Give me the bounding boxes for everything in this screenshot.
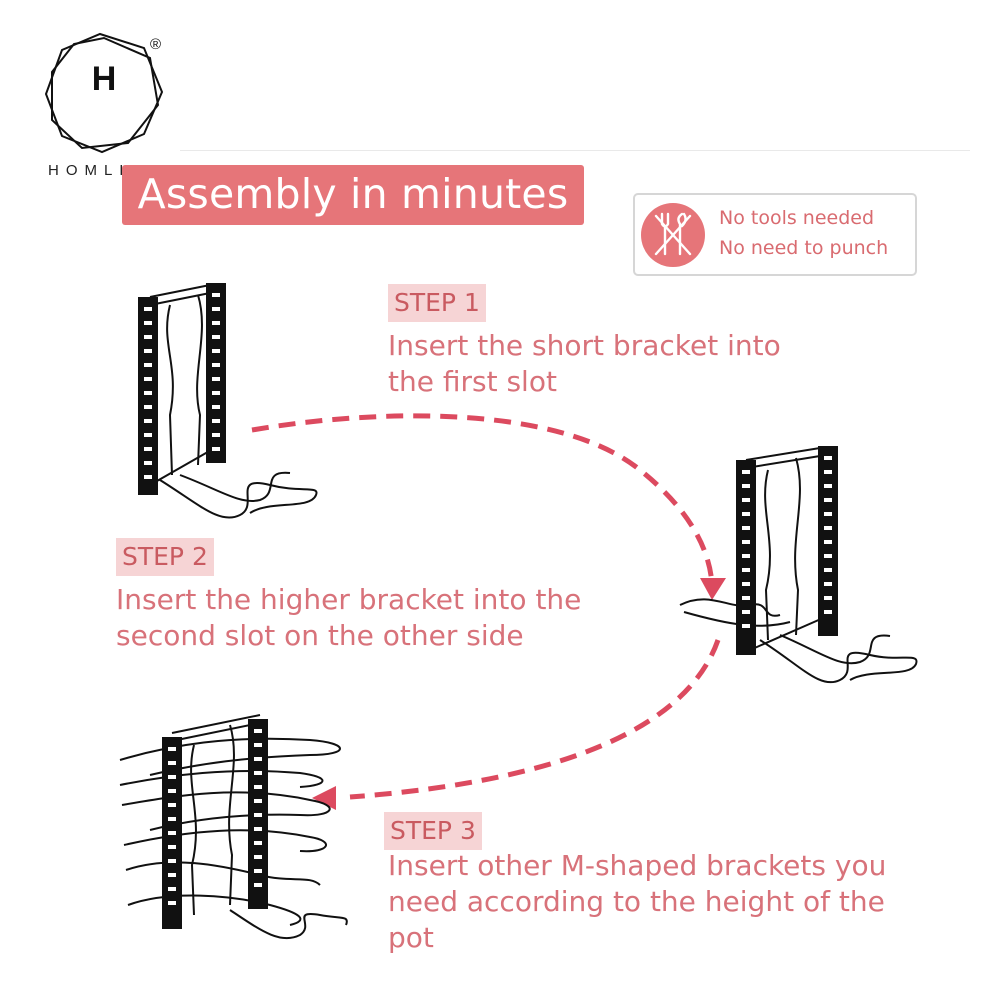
- brand-wordmark: HOMLLY: [48, 162, 151, 179]
- step-3-label: STEP 3: [384, 812, 482, 850]
- rack-figure-step3: [119, 714, 348, 940]
- step-2-text: Insert the higher bracket into the secon…: [116, 583, 582, 652]
- arrow-step2-to-step3: [349, 639, 721, 800]
- logo-hexagon-icon: [44, 32, 164, 154]
- arrow-head-down-icon: [700, 578, 726, 600]
- header-divider: [180, 150, 970, 151]
- notice-box: No tools needed No need to punch: [633, 193, 917, 276]
- step-1-label: STEP 1: [388, 284, 486, 322]
- step-3-text: Insert other M-shaped brackets you need …: [388, 849, 887, 954]
- no-tools-icon: [641, 203, 705, 267]
- arrow-head-left-icon: [312, 786, 336, 810]
- arrow-step1-to-step2: [251, 413, 715, 586]
- step-1-text: Insert the short bracket into the first …: [388, 329, 781, 398]
- step-2-label: STEP 2: [116, 538, 214, 576]
- notice-line-no-punch: No need to punch: [719, 237, 889, 259]
- notice-line-no-tools: No tools needed: [719, 207, 875, 229]
- rack-figure-step2: [679, 446, 918, 684]
- logo-letter: H: [91, 60, 117, 98]
- page-title: Assembly in minutes: [122, 165, 584, 225]
- registered-mark: ®: [150, 36, 162, 53]
- brand-logo: H ® HOMLLY: [40, 30, 180, 180]
- rack-figure-step1: [138, 283, 318, 519]
